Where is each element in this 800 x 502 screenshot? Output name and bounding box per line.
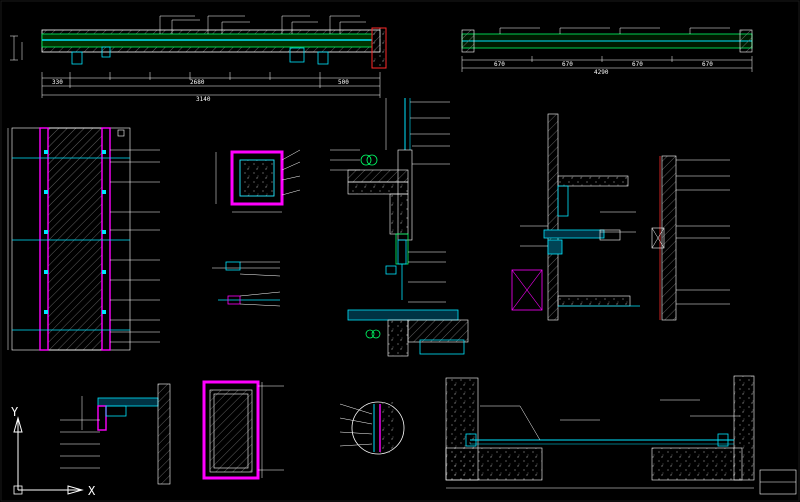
bottom-right-section xyxy=(445,375,755,489)
dim-2680: 2680 xyxy=(190,79,205,86)
ucs-icon xyxy=(13,416,84,495)
center-vertical-section xyxy=(330,98,469,357)
ucs-y-label: Y xyxy=(11,405,19,419)
dim-670-b: 670 xyxy=(562,61,573,68)
bottom-left-detail xyxy=(60,383,171,485)
dim-670-a: 670 xyxy=(494,61,505,68)
ucs-x-label: X xyxy=(88,484,96,498)
dim-670-d: 670 xyxy=(702,61,713,68)
dim-3140: 3140 xyxy=(196,96,211,103)
dim-500: 500 xyxy=(338,79,349,86)
far-right-wall-section xyxy=(651,155,730,321)
title-block xyxy=(759,469,797,495)
top-plan-detail xyxy=(10,15,387,98)
bottom-window-elevation xyxy=(202,380,284,480)
column-section-detail xyxy=(215,149,301,213)
dim-670-c: 670 xyxy=(632,61,643,68)
left-elevation-detail xyxy=(7,127,160,351)
right-center-section xyxy=(511,113,640,321)
right-plan-detail xyxy=(461,27,753,72)
detail-callout-circle xyxy=(339,401,405,455)
dim-4290: 4290 xyxy=(594,69,609,76)
hardware-detail xyxy=(212,261,281,307)
dim-330: 330 xyxy=(52,79,63,86)
